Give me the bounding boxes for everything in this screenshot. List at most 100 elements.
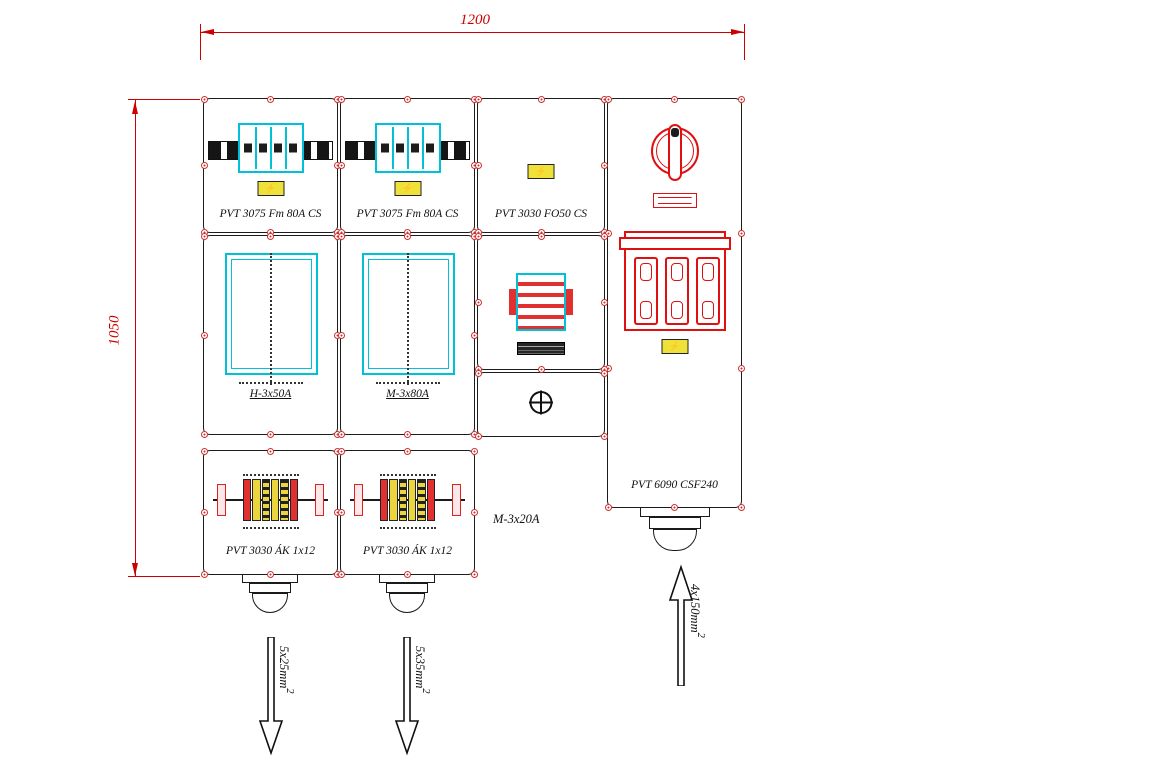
screw-icon xyxy=(267,430,274,438)
terminal-block-icon xyxy=(380,479,436,521)
high-voltage-warning-label: ⚡ xyxy=(661,339,688,354)
cable-gland-body xyxy=(386,583,428,593)
knob-handle xyxy=(667,124,682,181)
screw-icon xyxy=(337,95,345,103)
screw-icon xyxy=(737,95,745,103)
screw-icon xyxy=(671,503,678,511)
cable-size-text: 5x25mm xyxy=(277,646,291,689)
cable-arrow-down-icon xyxy=(258,637,284,755)
screw-icon xyxy=(337,162,345,169)
enclosure-meter-m3x80: M-3x80A xyxy=(337,232,478,438)
screw-icon xyxy=(337,570,345,578)
fuse-busbar xyxy=(618,237,731,250)
screw-icon xyxy=(404,430,411,438)
screw-icon xyxy=(200,570,208,578)
circuit-annotation: M-3x20A xyxy=(493,512,540,526)
terminal-module xyxy=(426,479,435,521)
screw-icon xyxy=(200,430,208,438)
ground-symbol-icon xyxy=(527,388,555,421)
cable-arrow-down-icon xyxy=(394,637,420,755)
enclosure-pvt6090-csf240: ⚡ PVT 6090 CSF240 xyxy=(604,95,745,511)
terminal-module xyxy=(243,479,252,521)
screw-icon xyxy=(404,95,411,103)
dimension-line-top xyxy=(200,32,745,33)
terminal-rail xyxy=(350,499,465,502)
centerline xyxy=(243,527,299,529)
cable-size-label: 4x150mm2 xyxy=(687,584,706,638)
cable-size-exponent: 2 xyxy=(695,632,707,638)
centerline xyxy=(407,253,409,385)
screw-icon xyxy=(604,95,612,103)
screw-icon xyxy=(200,232,208,240)
screw-icon xyxy=(474,232,482,240)
dimension-line-left xyxy=(135,100,136,577)
centerline xyxy=(380,527,436,529)
terminal-endplate xyxy=(217,484,226,516)
main-switch-sticker xyxy=(652,193,697,208)
screw-icon xyxy=(474,299,482,306)
screw-icon xyxy=(200,162,208,169)
centerline xyxy=(380,474,436,476)
extension-line xyxy=(128,576,200,577)
cable-gland-dome xyxy=(389,593,425,613)
enclosure-label: PVT 3030 ÁK 1x12 xyxy=(363,545,452,557)
screw-icon xyxy=(737,230,745,238)
screw-icon xyxy=(337,331,345,339)
main-switch-knob-icon xyxy=(650,124,699,181)
centerline xyxy=(243,474,299,476)
enclosure-label: PVT 3075 Fm 80A CS xyxy=(219,208,322,220)
cable-gland-dome xyxy=(252,593,288,613)
terminal-module xyxy=(389,479,398,521)
terminal-endplate xyxy=(315,484,324,516)
enclosure-label: PVT 3075 Fm 80A CS xyxy=(356,208,459,220)
screw-icon xyxy=(267,95,274,103)
screw-icon xyxy=(470,570,478,578)
screw-icon xyxy=(600,369,608,377)
terminal-module xyxy=(407,479,417,521)
screw-icon xyxy=(404,447,411,455)
terminal-module xyxy=(398,479,407,521)
dimension-arrow-icon xyxy=(731,29,744,35)
dimension-width-value: 1200 xyxy=(460,12,490,28)
screw-icon xyxy=(267,447,274,455)
screw-icon xyxy=(267,232,274,240)
screw-icon xyxy=(474,369,482,377)
enclosure-pvt3075-right: ⚡ PVT 3075 Fm 80A CS xyxy=(337,95,478,236)
enclosure-meter-h3x50: H-3x50A xyxy=(200,232,341,438)
cable-size-label: 5x25mm2 xyxy=(276,646,295,694)
lightning-icon: ⚡ xyxy=(401,183,414,193)
screw-icon xyxy=(474,162,482,169)
dimension-height-value: 1050 xyxy=(106,315,123,346)
screw-icon xyxy=(604,503,612,511)
screw-icon xyxy=(600,432,608,440)
screw-icon xyxy=(671,95,678,103)
lightning-icon: ⚡ xyxy=(668,341,681,351)
screw-icon xyxy=(537,365,545,373)
centerline xyxy=(239,382,303,384)
warning-sticker xyxy=(517,342,565,355)
screw-icon xyxy=(470,447,478,455)
screw-icon xyxy=(737,503,745,511)
dimension-arrow-icon xyxy=(201,29,214,35)
extension-line xyxy=(744,24,745,60)
screw-icon xyxy=(337,509,345,516)
fuse-pole xyxy=(664,257,689,325)
cable-size-exponent: 2 xyxy=(284,688,296,694)
screw-icon xyxy=(600,162,608,169)
circuit-label: H-3x50A xyxy=(249,388,292,400)
enclosure-ground-module xyxy=(474,369,608,440)
screw-icon xyxy=(404,232,411,240)
terminal-module xyxy=(280,479,289,521)
circuit-label: M-3x80A xyxy=(386,388,429,400)
enclosure-pvt3075-left: ⚡ PVT 3075 Fm 80A CS xyxy=(200,95,341,236)
extension-line xyxy=(128,99,200,100)
screw-icon xyxy=(474,432,482,440)
extension-line xyxy=(200,24,201,60)
terminal-module xyxy=(261,479,270,521)
enclosure-pvt3030-ak-right: PVT 3030 ÁK 1x12 xyxy=(337,447,478,578)
screw-icon xyxy=(337,232,345,240)
cable-gland-body xyxy=(649,517,701,529)
screw-icon xyxy=(600,299,608,306)
screw-icon xyxy=(200,447,208,455)
